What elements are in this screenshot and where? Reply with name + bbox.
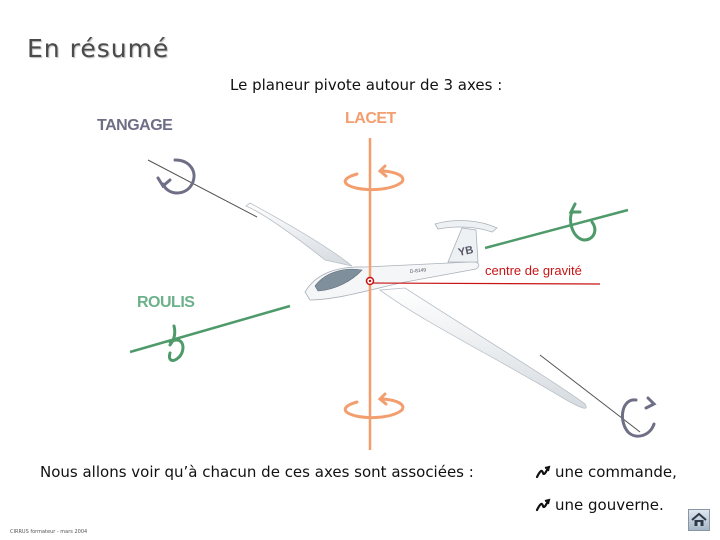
cg-leader-line <box>370 283 600 284</box>
roll-axis-line <box>130 306 290 352</box>
rotation-arrow-icon <box>345 394 403 418</box>
yaw-axis-label: LACET <box>345 110 396 128</box>
rotation-arrow-icon <box>158 160 194 193</box>
home-icon <box>689 510 709 530</box>
list-item-label: une gouverne. <box>555 496 664 514</box>
glider-left-wing <box>246 203 352 266</box>
rotation-arrow-icon <box>169 326 182 360</box>
rotation-arrow-icon <box>345 166 403 190</box>
bottom-statement: Nous allons voir qu’à chacun de ces axes… <box>40 463 474 481</box>
bullet-arrow-icon <box>535 497 551 513</box>
center-of-gravity-label: centre de gravité <box>485 263 582 278</box>
list-item: une gouverne. <box>535 496 664 514</box>
roll-axis-label: ROULIS <box>137 294 194 312</box>
roll-axis-line <box>485 210 628 248</box>
bullet-arrow-icon <box>535 464 551 480</box>
home-button[interactable] <box>688 509 710 531</box>
list-item: une commande, <box>535 463 677 481</box>
glider-right-wing <box>380 288 586 408</box>
footer-credit: CIRRUS formateur - mars 2004 <box>10 529 87 535</box>
list-item-label: une commande, <box>555 463 677 481</box>
pitch-axis-label: TANGAGE <box>97 117 172 135</box>
